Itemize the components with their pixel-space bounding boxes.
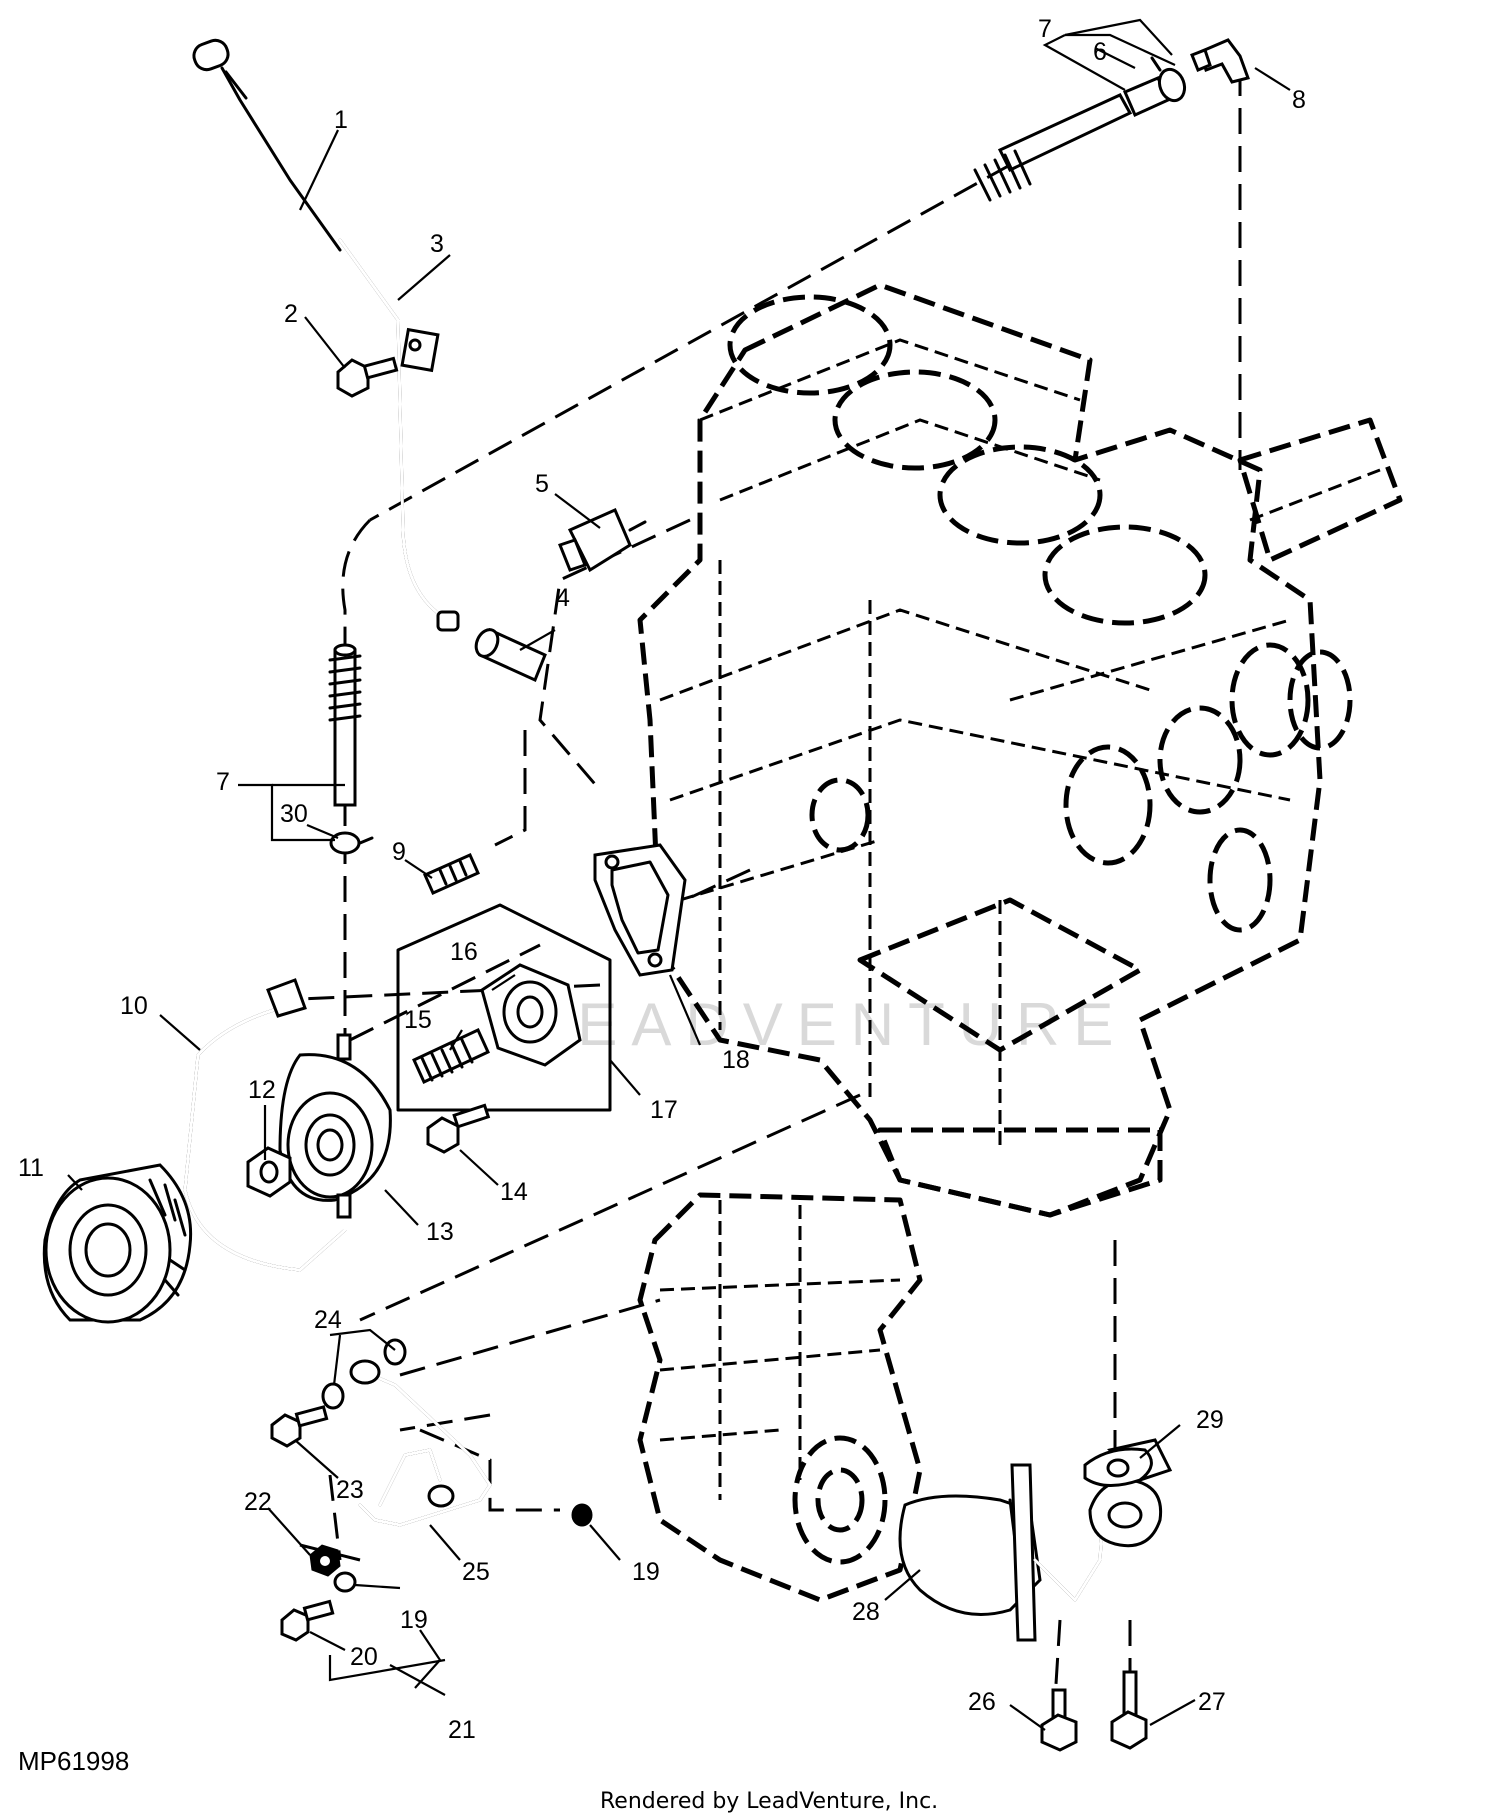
callout-6: 6: [1093, 38, 1107, 66]
oil-pressure-switch: [558, 508, 647, 573]
dipstick-tube: [338, 238, 460, 632]
seal-washers: [321, 1338, 407, 1410]
callout-22: 22: [244, 1488, 272, 1516]
breather-hose-lower: [328, 643, 362, 807]
elbow-fitting: [1190, 38, 1250, 84]
oil-strainer: [898, 1438, 1173, 1642]
strainer-screw-27: [1110, 1670, 1148, 1750]
relief-spring: [412, 1027, 490, 1085]
oil-filter: [42, 1163, 193, 1324]
assembly-lines: [279, 70, 1242, 1701]
leader-lines: [67, 18, 1291, 1731]
strainer-o-ring: [1083, 1447, 1153, 1487]
render-credit: Rendered by LeadVenture, Inc.: [600, 1789, 938, 1814]
oil-pipe: [349, 1359, 492, 1527]
callout-numbers: 1 2 3 4 5 6 7 7 8 9 10 11 12 13 14 15 16…: [18, 15, 1306, 1744]
callout-18: 18: [722, 1046, 750, 1074]
bolt: [336, 356, 399, 398]
oil-cooler: [278, 1033, 392, 1219]
callout-13: 13: [426, 1218, 454, 1246]
callout-7-lower: 7: [216, 768, 230, 796]
callout-12: 12: [248, 1076, 276, 1104]
cooler-cap-screw: [426, 1103, 491, 1154]
callout-10: 10: [120, 992, 148, 1020]
breather-hose-upper: [973, 76, 1170, 202]
hose-clamp-upper: [1150, 56, 1187, 103]
callout-17: 17: [650, 1096, 678, 1124]
callout-14: 14: [500, 1178, 528, 1206]
banjo-bolt: [270, 1405, 329, 1448]
hose-clamp-lower: [329, 831, 374, 855]
engine-block: [637, 282, 1403, 1218]
callout-27: 27: [1198, 1688, 1226, 1716]
callout-21: 21: [448, 1716, 476, 1744]
callout-24: 24: [314, 1306, 342, 1334]
callout-29: 29: [1196, 1406, 1224, 1434]
callout-20: 20: [350, 1643, 378, 1671]
dipstick: [192, 38, 342, 252]
callout-30: 30: [280, 800, 308, 828]
callout-7-upper: 7: [1038, 15, 1052, 43]
watermark: LEADVENTURE: [530, 991, 1127, 1058]
callout-11: 11: [18, 1154, 44, 1182]
callout-15: 15: [404, 1006, 432, 1034]
callout-19-right: 19: [632, 1558, 660, 1586]
gasket: [593, 843, 687, 977]
cooler-nipple: [246, 1146, 292, 1198]
lock-washers: [333, 1503, 593, 1593]
callout-23: 23: [336, 1476, 364, 1504]
tube-seal: [474, 627, 547, 683]
callout-19-left: 19: [400, 1606, 428, 1634]
figure-id: MP61998: [18, 1746, 129, 1776]
oil-pump-housing: [637, 1192, 923, 1603]
callout-4: 4: [556, 584, 570, 612]
callout-2: 2: [284, 300, 298, 328]
callout-8: 8: [1292, 86, 1306, 114]
callout-26: 26: [968, 1688, 996, 1716]
callout-9: 9: [392, 838, 406, 866]
oil-hose: [183, 978, 347, 1272]
strainer-screw-26: [1040, 1688, 1078, 1752]
clip-cap-screw: [280, 1599, 335, 1642]
pipe-nut: [309, 1544, 341, 1577]
callout-5: 5: [535, 470, 549, 498]
adapter-kit-box: [396, 903, 612, 1112]
callout-1: 1: [334, 106, 348, 134]
stud: [423, 853, 480, 895]
callout-16: 16: [450, 938, 478, 966]
adapter-housing: [480, 963, 582, 1067]
callout-3: 3: [430, 230, 444, 258]
callout-25: 25: [462, 1558, 490, 1586]
callout-28: 28: [852, 1598, 880, 1626]
